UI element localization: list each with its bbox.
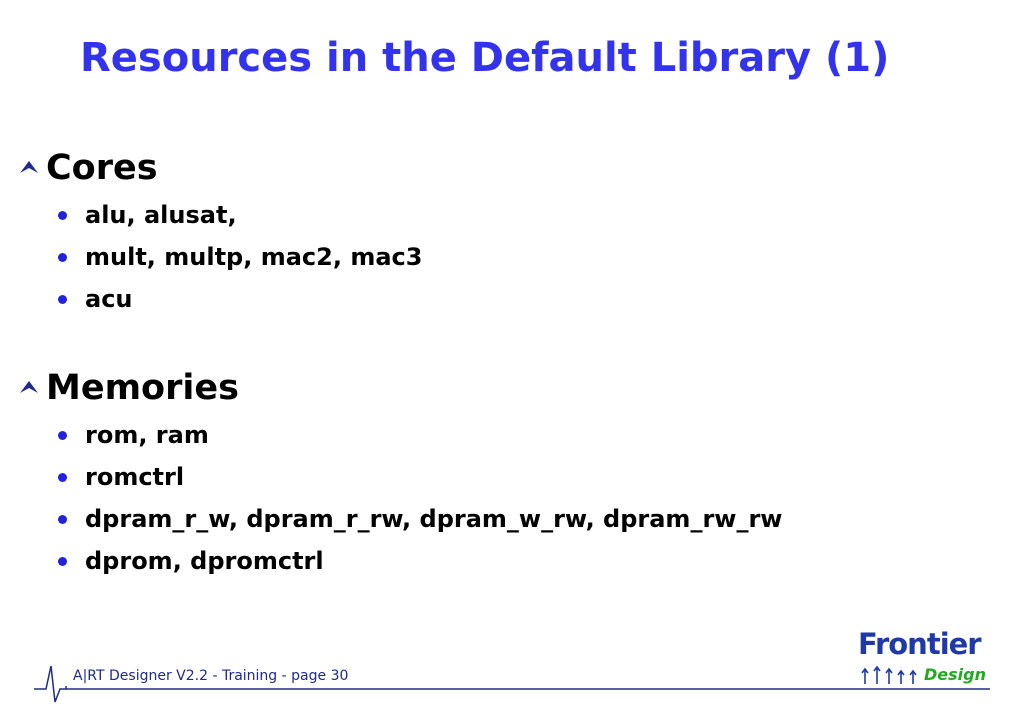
bullet-dot <box>58 514 67 524</box>
list-item-text: romctrl <box>85 463 185 491</box>
section-head: Cores <box>18 142 1008 194</box>
list-item-text: acu <box>85 285 133 313</box>
cores-list: alu, alusat, mult, multp, mac2, mac3 acu <box>18 194 1008 320</box>
list-item: alu, alusat, <box>58 194 1008 236</box>
caret-up-icon <box>20 161 38 173</box>
slide-title: Resources in the Default Library (1) <box>80 35 890 81</box>
list-item-text: mult, multp, mac2, mac3 <box>85 243 423 271</box>
bullet-dot <box>58 430 67 440</box>
bullet-dot <box>58 210 67 220</box>
section-heading-cores: Cores <box>46 148 158 188</box>
up-arrows-icon <box>861 665 917 684</box>
footer-text: A|RT Designer V2.2 - Training - page 30 <box>73 668 349 684</box>
bullet-dot <box>58 472 67 482</box>
list-item: rom, ram <box>58 414 1008 456</box>
list-item: mult, multp, mac2, mac3 <box>58 236 1008 278</box>
section-head: Memories <box>18 362 1008 414</box>
pulse-line-icon <box>34 665 990 703</box>
list-item-text: alu, alusat, <box>85 201 237 229</box>
section-memories: Memories rom, ram romctrl dpram_r_w, dpr… <box>18 362 1008 582</box>
logo-name: Frontier <box>858 627 982 661</box>
list-item: dprom, dpromctrl <box>58 540 1008 582</box>
section-cores: Cores alu, alusat, mult, multp, mac2, ma… <box>18 142 1008 320</box>
memories-list: rom, ram romctrl dpram_r_w, dpram_r_rw, … <box>18 414 1008 582</box>
section-heading-memories: Memories <box>46 368 239 408</box>
list-item: dpram_r_w, dpram_r_rw, dpram_w_rw, dpram… <box>58 498 1008 540</box>
bullet-dot <box>58 556 67 566</box>
bullet-dot <box>58 252 67 262</box>
list-item-text: dprom, dpromctrl <box>85 547 324 575</box>
list-item: romctrl <box>58 456 1008 498</box>
frontier-design-logo: Frontier Design <box>858 626 988 692</box>
bullet-dot <box>58 294 67 304</box>
list-item: acu <box>58 278 1008 320</box>
caret-up-icon <box>20 381 38 393</box>
logo-subtitle: Design <box>924 665 986 684</box>
list-item-text: rom, ram <box>85 421 209 449</box>
list-item-text: dpram_r_w, dpram_r_rw, dpram_w_rw, dpram… <box>85 505 783 533</box>
